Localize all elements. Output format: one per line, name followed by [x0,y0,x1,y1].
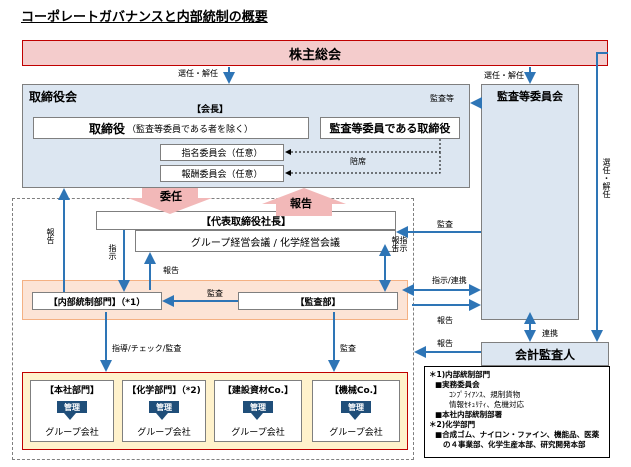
note-line: の４事業部、化学生産本部、研究開発本部 [443,440,586,449]
label-audit-etc: 監査等 [430,94,454,103]
label-appoint-dismiss: 選任・解任 [178,69,218,78]
audit-department-box: 【監査部】 [238,292,398,310]
internal-control-box: 【内部統制部門】（*1） [32,292,162,310]
delegate-arrow [128,188,212,214]
board-title: 取締役会 [29,90,78,104]
division-box: 【機械Co.】 管理 グループ会社 [312,380,400,442]
page-title: コーポレートガバナンスと内部統制の概要 [21,10,268,25]
label-report: 報告 [437,339,453,348]
label-coop: 連携 [542,329,558,338]
note-line: ＊1)内部統制部門 [429,370,491,379]
management-chevron [349,413,361,420]
note-line: ｺﾝﾌﾟﾗｲｱﾝｽ、規制貨物 [449,390,521,399]
management-badge: 管理 [243,401,273,413]
division-name: 【本社部門】 [44,385,99,396]
division-box: 【化学部門】（*2) 管理 グループ会社 [122,380,206,442]
dotted-attend-line [285,152,441,176]
nomination-committee-box: 指名委員会（任意） [160,144,284,161]
label-report: 報告 [163,266,179,275]
note-line: ＊2)化学部門 [429,420,476,429]
management-chevron [64,413,76,420]
label-audit: 監査 [340,344,356,353]
group-company-label: グループ会社 [231,427,285,438]
directors-box: 取締役 （監査等委員である者を除く） [33,117,309,139]
label-appoint-dismiss-vertical: 選任・解任 [602,158,611,198]
management-badge: 管理 [57,401,87,413]
label-audit: 監査 [207,289,223,298]
compensation-committee-box: 報酬委員会（任意） [160,165,284,182]
label-report-big: 報告 [290,197,312,210]
audit-director-box: 監査等委員である取締役 [320,117,460,139]
label-instruct-vertical: 指示 [108,244,117,260]
label-audit: 監査 [437,220,453,229]
management-badge: 管理 [149,401,179,413]
label-attend: 陪席 [350,157,366,166]
division-name: 【建設資材Co.】 [222,385,294,396]
accounting-auditor-box: 会計監査人 [481,342,609,366]
label-report-vertical: 報告 [46,228,55,244]
management-badge: 管理 [341,401,371,413]
notes-box: ＊1)内部統制部門 ■実務委員会 ｺﾝﾌﾟﾗｲｱﾝｽ、規制貨物 情報ｾｷｭﾘﾃｨ… [424,366,610,458]
division-name: 【化学部門】（*2) [127,385,201,396]
label-delegate: 委任 [160,190,182,203]
note-line: ■本社内部統制部署 [435,410,503,419]
audit-committee-title: 監査等委員会 [497,90,563,103]
label-appoint-dismiss: 選任・解任 [484,71,524,80]
division-box: 【建設資材Co.】 管理 グループ会社 [214,380,302,442]
division-name: 【機械Co.】 [329,385,383,396]
group-company-label: グループ会社 [45,427,99,438]
chairman-label: 【会長】 [191,104,228,115]
division-box: 【本社部門】 管理 グループ会社 [30,380,114,442]
note-line: ■合成ゴム、ナイロン・ファイン、機能品、医薬 [435,430,600,439]
directors-note: （監査等委員である者を除く） [127,124,253,135]
group-company-label: グループ会社 [137,427,191,438]
executive-area-boundary [12,198,414,460]
arrow-appoint-accounting-auditor [591,52,608,342]
audit-committee-box [481,84,579,320]
directors-label: 取締役 [89,121,126,136]
label-instruct-report-vertical: 指示 報告 [391,236,408,252]
label-guide-check-audit: 指導/チェック/監査 [112,344,182,353]
dotted-attend-line [285,139,441,155]
label-report: 報告 [437,316,453,325]
group-company-label: グループ会社 [329,427,383,438]
group-meeting-box: グループ経営会議 / 化学経営会議 [135,230,396,252]
management-chevron [251,413,263,420]
note-line: ■実務委員会 [435,380,480,389]
label-instruct-coop: 指示/連携 [432,276,467,285]
report-big-arrow [262,188,346,216]
management-chevron [156,413,168,420]
note-line: 情報ｾｷｭﾘﾃｨ、危機対応 [449,400,524,409]
